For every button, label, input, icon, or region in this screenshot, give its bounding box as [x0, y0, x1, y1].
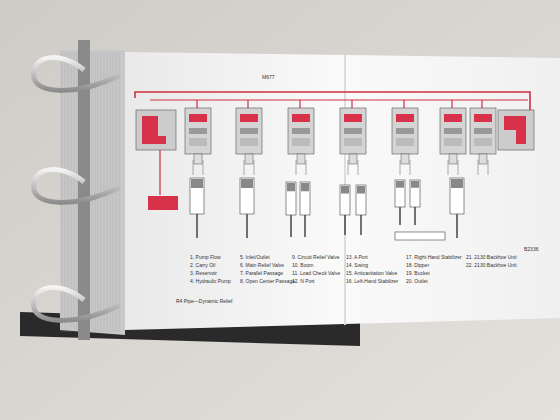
drawing-code: R4 Pipe—Dynamic Relief: [176, 298, 232, 304]
legend-item: 7. Parallel Passage: [240, 270, 283, 276]
legend-item: 20. Outlet: [406, 278, 428, 284]
page-edge: [116, 52, 117, 332]
legend-item: 9. Circuit Relief Valve: [292, 254, 339, 260]
valve-section: [185, 100, 211, 175]
swing-cylinder: [395, 232, 445, 240]
inlet-passage: [142, 116, 166, 144]
suction-line: [159, 150, 160, 195]
legend-item: 3. Reservoir: [190, 270, 217, 276]
legend-item: 5. Inlet/Outlet: [240, 254, 270, 260]
legend-item: 1. Pump Flow: [190, 254, 221, 260]
hydraulic-cylinder: [340, 185, 350, 235]
binder-rings: [34, 58, 120, 321]
page-edge: [74, 52, 75, 332]
valve-section: [470, 100, 496, 175]
page-edge: [101, 52, 102, 332]
hydraulic-cylinder: [356, 185, 366, 235]
legend-item: 2. Carry Oil: [190, 262, 215, 268]
inlet-section: [136, 110, 176, 150]
hydraulic-cylinder: [300, 182, 310, 237]
outlet-passage: [504, 116, 526, 144]
legend-item: 14. Swing: [346, 262, 368, 268]
legend-item: 19. Bucket: [406, 270, 430, 276]
outlet-section: [498, 110, 534, 150]
valve-section: [392, 100, 418, 175]
legend-item: 11. Load Check Valve: [292, 270, 340, 276]
drawing-code: B2336: [524, 246, 538, 252]
hydraulic-cylinder: [240, 178, 254, 238]
valve-section: [236, 100, 262, 175]
valve-section: [340, 100, 366, 175]
page-spread: [125, 52, 560, 330]
page-edge: [95, 52, 96, 332]
return-line: [150, 99, 528, 100]
hydraulic-schematic: [135, 92, 534, 240]
page-edge: [92, 52, 93, 332]
legend-item: 16. Left-Hand Stabilizer: [346, 278, 398, 284]
legend-item: 12. N Port: [292, 278, 315, 284]
hydraulic-cylinder: [450, 178, 464, 238]
reservoir: [148, 196, 178, 210]
legend-item: 17. Right-Hand Stabilizer: [406, 254, 462, 260]
page-edge: [98, 52, 99, 332]
page-edge: [77, 52, 78, 332]
legend-item: 22. 2130 Backhoe Unit: [466, 262, 517, 268]
legend-item: 6. Main Relief Valve: [240, 262, 284, 268]
hydraulic-cylinder: [286, 182, 296, 237]
legend-item: 8. Open Center Passage: [240, 278, 295, 284]
valve-section: [440, 100, 466, 175]
valve-section: [288, 100, 314, 175]
hydraulic-cylinder: [190, 178, 204, 238]
hydraulic-cylinder: [395, 180, 405, 225]
legend-item: 21. 2130 Backhoe Unit: [466, 254, 517, 260]
drawing-code: M677: [262, 74, 275, 80]
legend-item: 10. Boom: [292, 262, 313, 268]
hydraulic-cylinder: [410, 180, 420, 225]
page-edge: [119, 52, 120, 332]
legend-item: 18. Dipper: [406, 262, 429, 268]
legend-item: 4. Hydraulic Pump: [190, 278, 231, 284]
legend-item: 13. A Port: [346, 254, 368, 260]
legend-item: 15. Anticavitation Valve: [346, 270, 397, 276]
